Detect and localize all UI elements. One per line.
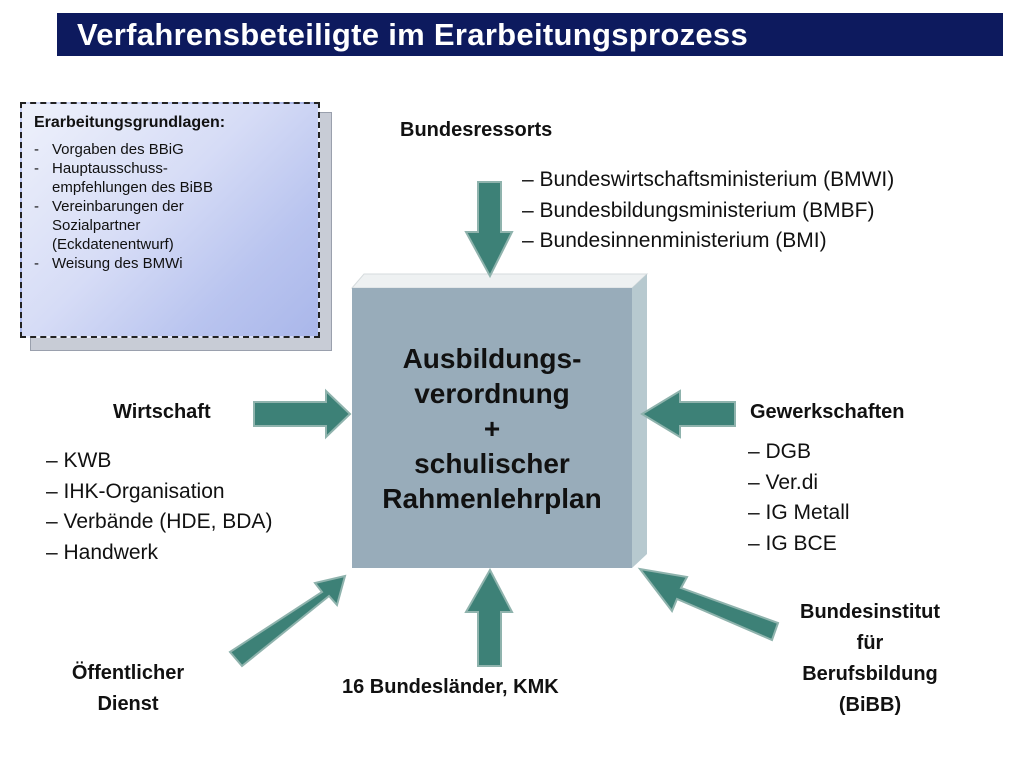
wirtschaft-item-3: – Verbände (HDE, BDA) bbox=[46, 510, 273, 533]
center-box-label: Ausbildungs- verordnung + schulischer Ra… bbox=[352, 288, 632, 568]
wirtschaft-item-2: – IHK-Organisation bbox=[46, 479, 225, 503]
gewerkschaften-item-4: – IG BCE bbox=[748, 531, 837, 555]
bundesressorts-list: – Bundeswirtschaftsministerium (BMWI) – … bbox=[522, 165, 894, 257]
info-item-1: Vorgaben des BBiG bbox=[34, 140, 308, 159]
info-box: Erarbeitungsgrundlagen: Vorgaben des BBi… bbox=[20, 102, 320, 338]
center-box-side bbox=[632, 274, 647, 568]
info-box-list: Vorgaben des BBiG Hauptausschuss- empfeh… bbox=[34, 140, 308, 273]
oeffentlicher-dienst-label: Öffentlicher Dienst bbox=[48, 658, 208, 720]
info-box-title: Erarbeitungsgrundlagen: bbox=[34, 114, 226, 131]
arrow-up-from-laender bbox=[464, 567, 514, 667]
bibb-line-4: (BiBB) bbox=[838, 694, 902, 716]
center-line-4: schulischer bbox=[414, 447, 570, 479]
gewerkschaften-item-3: – IG Metall bbox=[748, 501, 850, 524]
bibb-line-1: Bundesinstitut bbox=[800, 601, 940, 623]
gewerkschaften-label: Gewerkschaften bbox=[750, 401, 905, 423]
bibb-line-2: für bbox=[856, 632, 884, 654]
bibb-line-3: Berufsbildung bbox=[802, 663, 938, 685]
laender-label: 16 Bundesländer, KMK bbox=[342, 676, 559, 698]
arrow-diagonal-from-bibb bbox=[637, 567, 780, 642]
gewerkschaften-item-2: – Ver.di bbox=[748, 470, 819, 494]
wirtschaft-item-1: – KWB bbox=[46, 449, 112, 472]
arrow-right-from-wirtschaft bbox=[253, 388, 352, 440]
center-line-3: + bbox=[483, 412, 501, 444]
bundesressorts-item-1: – Bundeswirtschaftsministerium (BMWI) bbox=[522, 168, 895, 191]
bundesressorts-item-3: – Bundesinnenministerium (BMI) bbox=[522, 229, 827, 252]
wirtschaft-list: – KWB – IHK-Organisation – Verbände (HDE… bbox=[46, 446, 272, 568]
info-item-3: Vereinbarungen der Sozialpartner (Eckdat… bbox=[34, 197, 308, 254]
wirtschaft-label: Wirtschaft bbox=[113, 401, 211, 423]
arrow-left-from-gewerkschaften bbox=[640, 389, 736, 439]
arrow-down-from-bundesressorts bbox=[464, 181, 514, 279]
center-box-front bbox=[352, 288, 632, 568]
center-box-top bbox=[350, 273, 649, 289]
gewerkschaften-list: – DGB – Ver.di – IG Metall – IG BCE bbox=[748, 437, 850, 559]
bundesressorts-item-2: – Bundesbildungsministerium (BMBF) bbox=[522, 198, 875, 222]
arrow-diagonal-from-oeffentlicher-dienst bbox=[228, 574, 347, 668]
gewerkschaften-item-1: – DGB bbox=[748, 440, 812, 463]
info-item-4: Weisung des BMWi bbox=[34, 254, 308, 273]
center-line-2: verordnung bbox=[414, 377, 570, 409]
oeffentlicher-dienst-line-2: Dienst bbox=[97, 693, 159, 715]
title-bar: Verfahrensbeteiligte im Erarbeitungsproz… bbox=[57, 13, 1003, 56]
bundesressorts-label: Bundesressorts bbox=[400, 119, 553, 141]
center-line-1: Ausbildungs- bbox=[402, 342, 582, 374]
center-line-5: Rahmenlehrplan bbox=[382, 482, 602, 514]
page-title: Verfahrensbeteiligte im Erarbeitungsproz… bbox=[77, 16, 748, 52]
info-item-2: Hauptausschuss- empfehlungen des BiBB bbox=[34, 159, 308, 197]
wirtschaft-item-4: – Handwerk bbox=[46, 540, 159, 564]
bibb-label: Bundesinstitut für Berufsbildung (BiBB) bbox=[770, 597, 970, 721]
oeffentlicher-dienst-line-1: Öffentlicher bbox=[71, 662, 185, 684]
